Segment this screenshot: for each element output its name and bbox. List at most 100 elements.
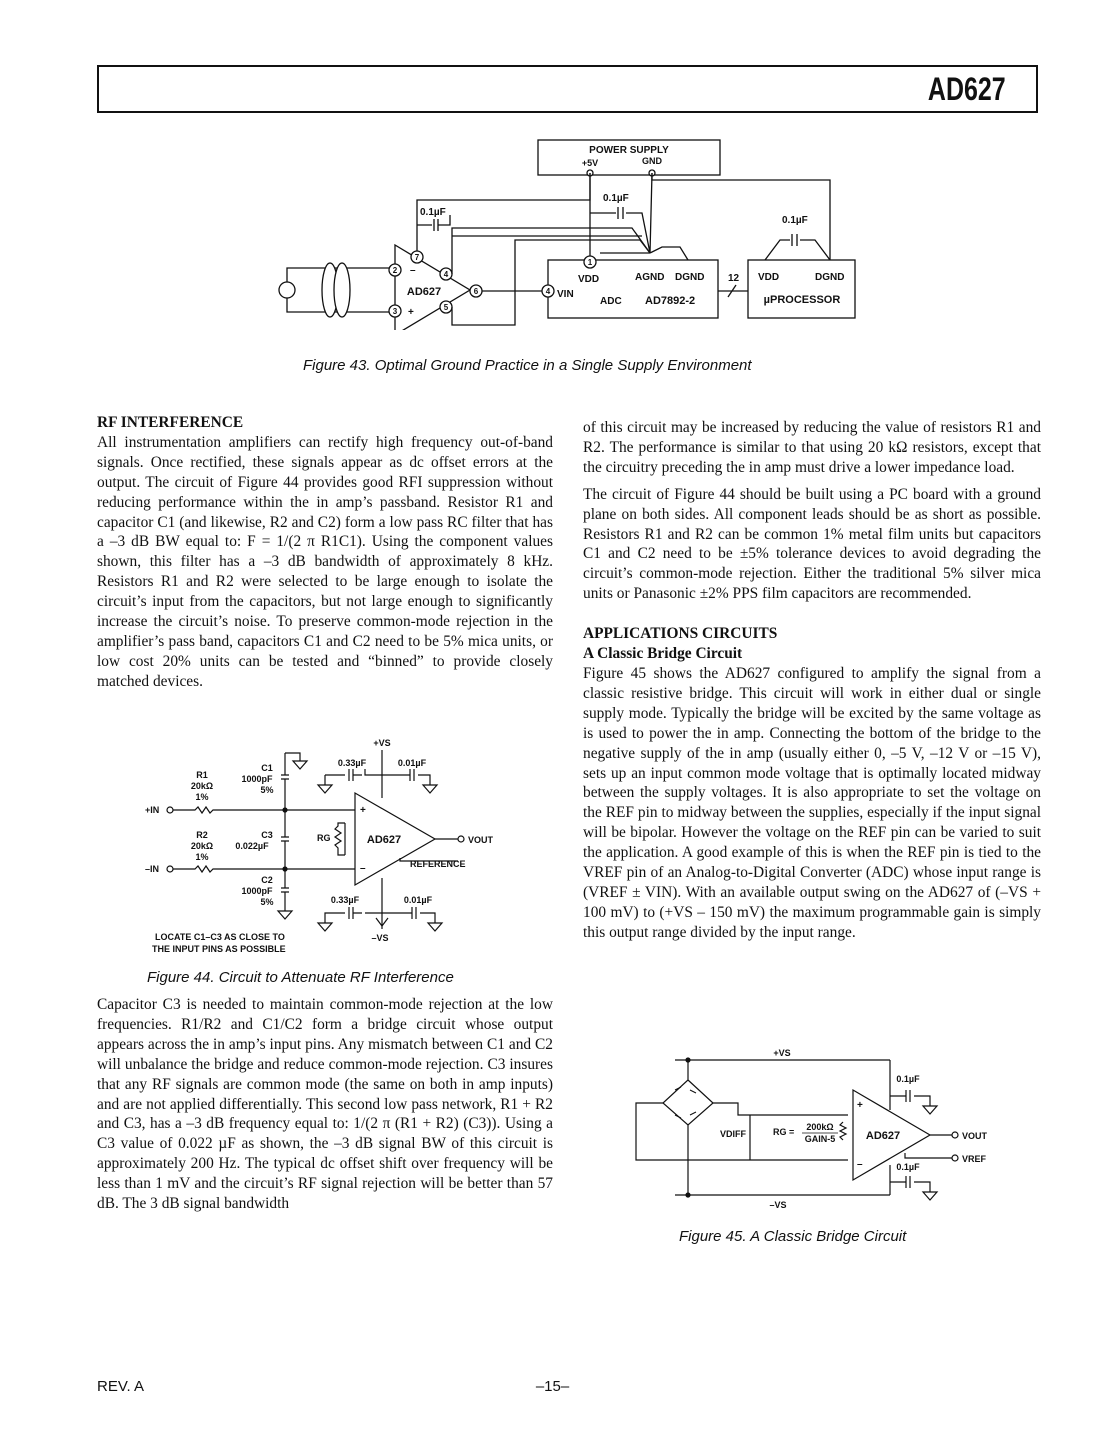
fig44-r1-val: 20kΩ <box>191 781 213 791</box>
up-dgnd: DGND <box>815 272 844 283</box>
bus-width: 12 <box>728 273 740 284</box>
fig44-in-pos: +IN <box>145 805 159 815</box>
pin-3: 3 <box>393 307 398 316</box>
microprocessor-box <box>747 259 856 319</box>
fig44-r1: R1 <box>196 770 208 780</box>
fig43-amp-triangle <box>394 243 472 330</box>
fig45-vout: VOUT <box>962 1131 988 1141</box>
figure-43-caption: Figure 43. Optimal Ground Practice in a … <box>303 357 752 374</box>
fig45-amp-triangle <box>852 1088 932 1182</box>
fig43-plus: + <box>408 307 414 318</box>
fig45-vref: VREF <box>962 1154 987 1164</box>
fig45-cap-top: 0.1µF <box>896 1074 920 1084</box>
fig45-amp-label: AD627 <box>866 1130 900 1142</box>
header-box: AD627 <box>97 65 1038 113</box>
adc-agnd: AGND <box>635 272 664 283</box>
up-label: µPROCESSOR <box>764 294 841 306</box>
fig44-c2-val: 1000pF <box>241 886 273 896</box>
fig43-cap2-label: 0.1µF <box>603 193 629 204</box>
fig44-vout: VOUT <box>468 835 494 845</box>
right-paragraph-3: Figure 45 shows the AD627 configured to … <box>583 664 1041 941</box>
right-paragraph-1: of this circuit may be increased by redu… <box>583 419 1041 476</box>
figure-43: POWER SUPPLY +5V GND AD627 – + 2 3 7 4 5… <box>270 135 890 330</box>
fig44-c1-val: 1000pF <box>241 774 273 784</box>
adc-part: AD7892-2 <box>645 295 695 307</box>
signal-source <box>278 281 296 299</box>
figure-44-schematic: +VS –VS +IN –IN R1 20kΩ 1% R2 20kΩ 1% C1… <box>145 738 494 954</box>
adc-label: ADC <box>600 296 622 307</box>
plus5v-label: +5V <box>582 158 598 168</box>
fig44-r2: R2 <box>196 830 208 840</box>
applications-heading: APPLICATIONS CIRCUITS <box>583 625 778 643</box>
bridge-diamond <box>662 1060 714 1126</box>
fig44-cap-001-top: 0.01µF <box>398 758 427 768</box>
part-number: AD627 <box>928 71 1006 107</box>
footer-page-number: –15– <box>535 1378 570 1395</box>
left-column-bottom: Capacitor C3 is needed to maintain commo… <box>97 995 553 1221</box>
pin-5: 5 <box>444 303 449 312</box>
fig44-cap-033-top: 0.33µF <box>338 758 367 768</box>
pin-2: 2 <box>393 266 398 275</box>
adc-vdd: VDD <box>578 274 599 285</box>
figure-45-caption: Figure 45. A Classic Bridge Circuit <box>679 1228 907 1245</box>
fig45-vs-neg: –VS <box>769 1200 786 1210</box>
fig44-cap-033-bot: 0.33µF <box>331 895 360 905</box>
fig45-cap-bot: 0.1µF <box>896 1162 920 1172</box>
fig43-amp-label: AD627 <box>407 286 441 298</box>
pin-4: 4 <box>444 270 449 279</box>
fig44-c2: C2 <box>261 875 273 885</box>
fig44-c2-tol: 5% <box>260 897 273 907</box>
fig45-rg-eq: RG = <box>773 1127 794 1137</box>
fig43-cap3-label: 0.1µF <box>782 215 808 226</box>
fig44-in-neg: –IN <box>145 864 159 874</box>
fig44-amp-triangle <box>354 791 437 887</box>
fig44-vs-neg: –VS <box>371 933 388 943</box>
pin-6: 6 <box>474 287 479 296</box>
fig44-r2-tol: 1% <box>195 852 208 862</box>
footer-revision: REV. A <box>97 1378 144 1395</box>
power-supply-label: POWER SUPPLY <box>589 145 669 156</box>
fig45-rg-num: 200kΩ <box>806 1122 833 1132</box>
power-supply-box <box>537 139 721 176</box>
rf-interference-heading: RF INTERFERENCE <box>97 414 244 431</box>
fig44-c3: C3 <box>261 830 273 840</box>
figure-44-caption: Figure 44. Circuit to Attenuate RF Inter… <box>147 969 454 986</box>
fig44-c3-val: 0.022µF <box>235 841 269 851</box>
fig44-note-line1: LOCATE C1–C3 AS CLOSE TO <box>155 932 285 942</box>
rf-paragraph-1: All instrumentation amplifiers can recti… <box>97 433 553 690</box>
gnd-label: GND <box>642 156 663 166</box>
fig45-minus: – <box>857 1159 863 1170</box>
figure-45: +VS –VS VDIFF RG = 200kΩ GAIN-5 AD627 + … <box>630 1040 1010 1220</box>
bridge-heading: A Classic Bridge Circuit <box>583 645 743 663</box>
fig44-rg: RG <box>317 833 331 843</box>
fig44-vs-pos: +VS <box>373 738 390 748</box>
fig43-cap1-label: 0.1µF <box>420 207 446 218</box>
adc-pin-4: 4 <box>546 287 551 296</box>
pin-7: 7 <box>415 253 420 262</box>
fig45-plus: + <box>857 1100 863 1111</box>
up-vdd: VDD <box>758 272 779 283</box>
figure-43-schematic: POWER SUPPLY +5V GND AD627 – + 2 3 7 4 5… <box>278 139 856 330</box>
fig44-plus: + <box>360 805 366 816</box>
fig43-minus: – <box>410 265 416 276</box>
fig44-minus: – <box>360 863 366 874</box>
fig45-rg-den: GAIN-5 <box>805 1134 836 1144</box>
rf-paragraph-2: Capacitor C3 is needed to maintain commo… <box>97 996 553 1213</box>
left-column-top: RF INTERFERENCE All instrumentation ampl… <box>97 413 553 699</box>
figure-44: +VS –VS +IN –IN R1 20kΩ 1% R2 20kΩ 1% C1… <box>140 733 520 963</box>
fig44-c1-tol: 5% <box>260 785 273 795</box>
adc-pin-1: 1 <box>588 258 593 267</box>
fig44-r2-val: 20kΩ <box>191 841 213 851</box>
fig44-r1-tol: 1% <box>195 792 208 802</box>
fig44-cap-001-bot: 0.01µF <box>404 895 433 905</box>
fig45-vs-pos: +VS <box>773 1048 790 1058</box>
figure-45-schematic: +VS –VS VDIFF RG = 200kΩ GAIN-5 AD627 + … <box>635 1048 988 1210</box>
fig44-note-line2: THE INPUT PINS AS POSSIBLE <box>152 944 286 954</box>
right-column: of this circuit may be increased by redu… <box>583 418 1041 950</box>
adc-dgnd: DGND <box>675 272 704 283</box>
fig44-reference: REFERENCE <box>410 859 466 869</box>
fig44-amp-label: AD627 <box>367 834 401 846</box>
adc-vin: VIN <box>557 289 574 300</box>
fig44-c1: C1 <box>261 763 273 773</box>
fig45-vdiff: VDIFF <box>720 1129 747 1139</box>
